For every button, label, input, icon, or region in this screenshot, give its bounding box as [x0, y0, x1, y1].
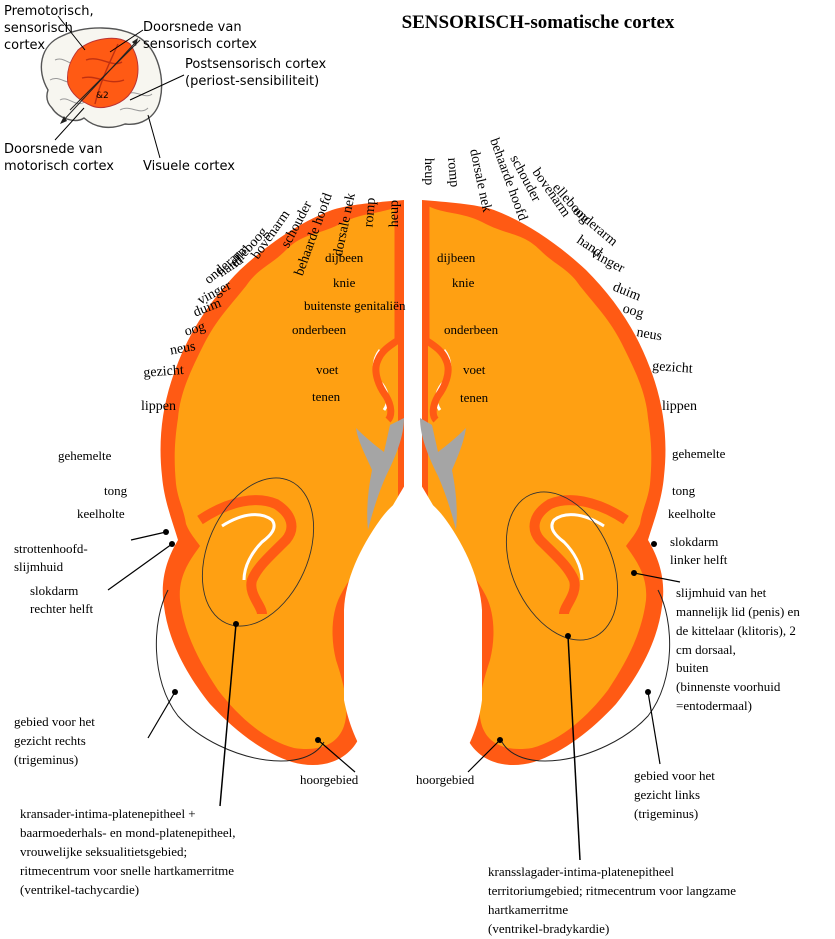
right-label-dijbeen: dijbeen [437, 250, 476, 265]
right-arc-label-9: vinger [588, 246, 627, 276]
right-label-gehemelte: gehemelte [672, 446, 726, 461]
callout-face-left: gebied voor het gezicht links (trigeminu… [634, 768, 718, 821]
callout-esophagus-right-half: slokdarm rechter helft [30, 583, 94, 616]
inset-label-postsensory: Postsensorisch cortex (periost-sensibili… [185, 57, 330, 89]
left-label-onderbeen: onderbeen [292, 322, 347, 337]
callout-face-right: gebied voor het gezicht rechts (trigemin… [14, 714, 98, 767]
right-arc-label-1: romp [444, 157, 462, 188]
right-arc-label-13: gezicht [652, 359, 693, 377]
left-label-genitalien: buitenste genitaliën [304, 298, 406, 313]
callout-hearing-left: hoorgebied [300, 772, 359, 787]
left-arc-label-14: lippen [141, 399, 176, 414]
callout-bottom-right: kransslagader-intima-platenepitheel terr… [488, 864, 739, 936]
left-label-keelholte: keelholte [77, 506, 125, 521]
right-arc-label-0: heup [421, 158, 436, 185]
callout-bottom-left: kransader-intima-platenepitheel + baarmo… [20, 806, 239, 897]
left-label-gehemelte: gehemelte [58, 448, 112, 463]
inset-label-visual: Visuele cortex [143, 159, 235, 174]
left-label-dijbeen: dijbeen [325, 250, 364, 265]
inset-label-motor-section: Doorsnede van motorisch cortex [4, 142, 114, 174]
right-arc-label-12: neus [635, 325, 663, 344]
left-label-tong: tong [104, 483, 128, 498]
right-label-onderbeen: onderbeen [444, 322, 499, 337]
inset-label-sensory-section: Doorsnede van sensorisch cortex [143, 20, 257, 52]
callout-esophagus-left-half: slokdarm linker helft [670, 534, 728, 567]
left-label-voet: voet [316, 362, 339, 377]
callout-hearing-right: hoorgebied [416, 772, 475, 787]
callout-mucosa: slijmhuid van het mannelijk lid (penis) … [676, 585, 803, 713]
callout-larynx: strottenhoofd- slijmhuid [14, 541, 91, 574]
right-label-knie: knie [452, 275, 475, 290]
left-label-tenen: tenen [312, 389, 341, 404]
right-label-voet: voet [463, 362, 486, 377]
diagram-title: SENSORISCH-somatische cortex [402, 12, 675, 33]
right-arc-label-10: duim [611, 280, 643, 305]
left-arc-label-0: heup [387, 200, 402, 227]
right-label-tenen: tenen [460, 390, 489, 405]
right-label-tong: tong [672, 483, 696, 498]
left-label-knie: knie [333, 275, 356, 290]
left-arc-label-1: romp [361, 197, 379, 228]
right-arc-label-2: dorsale nek [466, 148, 494, 214]
inset-marker: &2 [96, 91, 109, 101]
right-label-keelholte: keelholte [668, 506, 716, 521]
right-arc-label-14: lippen [662, 399, 697, 414]
left-arc-label-13: gezicht [143, 363, 184, 381]
